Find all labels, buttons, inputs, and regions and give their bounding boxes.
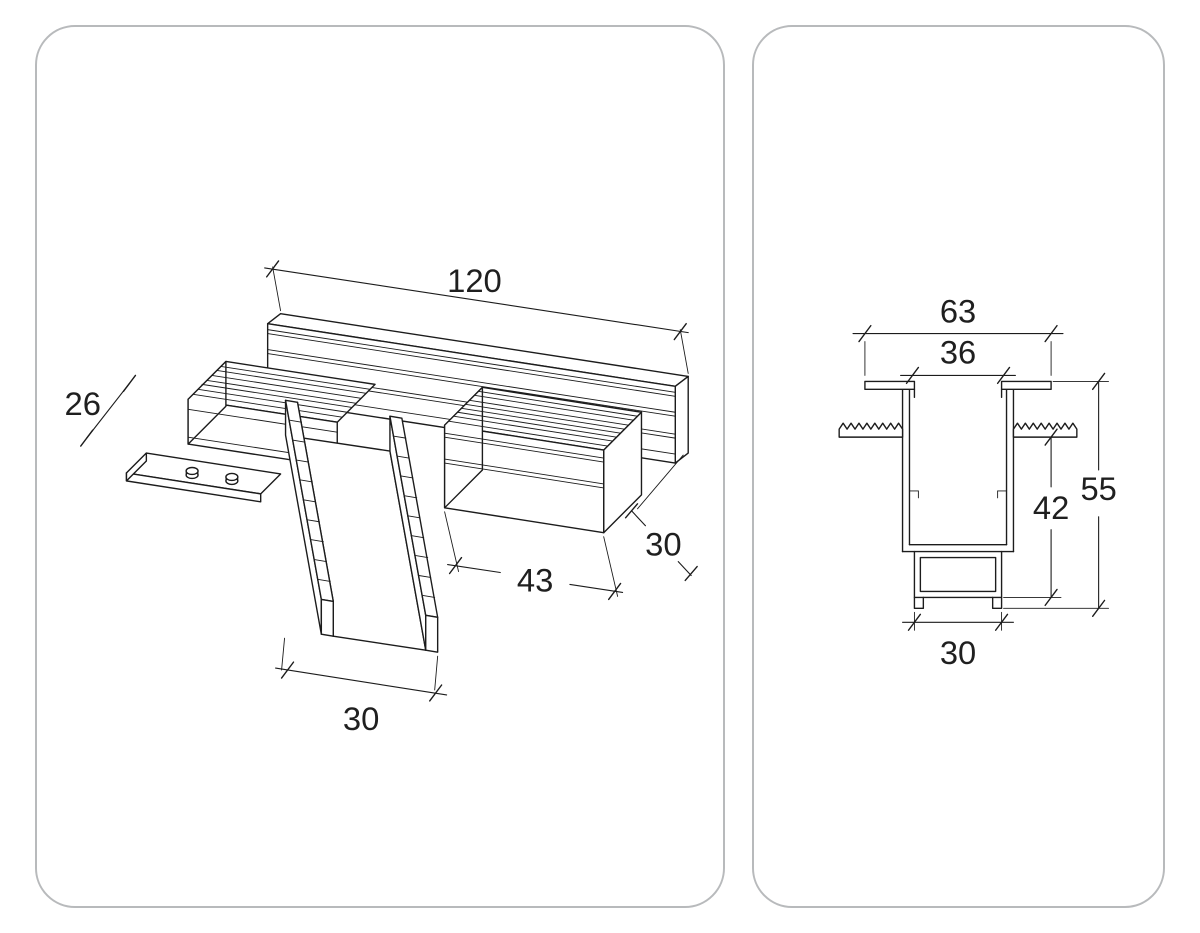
plate-pin (225, 472, 239, 486)
serrated-wing-left (838, 422, 904, 438)
profile-section (838, 380, 1078, 610)
isometric-drawing: 120 26 30 (64, 260, 698, 737)
cross-section-drawing: 63 36 55 (838, 293, 1117, 671)
dim-label-30: 30 (940, 634, 976, 671)
dim-label-55: 55 (1080, 470, 1116, 507)
dimension-43: 43 (444, 511, 624, 601)
right-track-block (443, 386, 643, 534)
dimension-36: 36 (900, 333, 1016, 385)
dim-label-42: 42 (1033, 489, 1069, 526)
dim-label-63: 63 (940, 293, 976, 330)
dimension-63: 63 (852, 293, 1064, 376)
dimension-26: 26 (64, 374, 137, 447)
right-panel: 63 36 55 (752, 25, 1165, 908)
dim-label-30-bottom: 30 (343, 700, 379, 737)
dim-label-36: 36 (940, 333, 976, 370)
dimension-30-right: 30 (624, 454, 698, 582)
dimension-120: 120 (264, 260, 689, 374)
plate-pin (185, 466, 199, 480)
connector-plate (125, 452, 282, 503)
dimension-42: 42 (1003, 428, 1069, 607)
dimension-30: 30 (902, 611, 1015, 671)
dim-label-26: 26 (64, 385, 100, 422)
left-panel: 120 26 30 (35, 25, 725, 908)
dimension-30-bottom: 30 (275, 637, 448, 737)
dim-label-43: 43 (517, 561, 553, 598)
dim-label-120: 120 (447, 262, 502, 299)
serrated-wing-right (1012, 422, 1078, 438)
dimension-55: 55 (1003, 372, 1117, 618)
stem-channel (284, 399, 439, 653)
dim-label-30-right: 30 (645, 526, 681, 563)
